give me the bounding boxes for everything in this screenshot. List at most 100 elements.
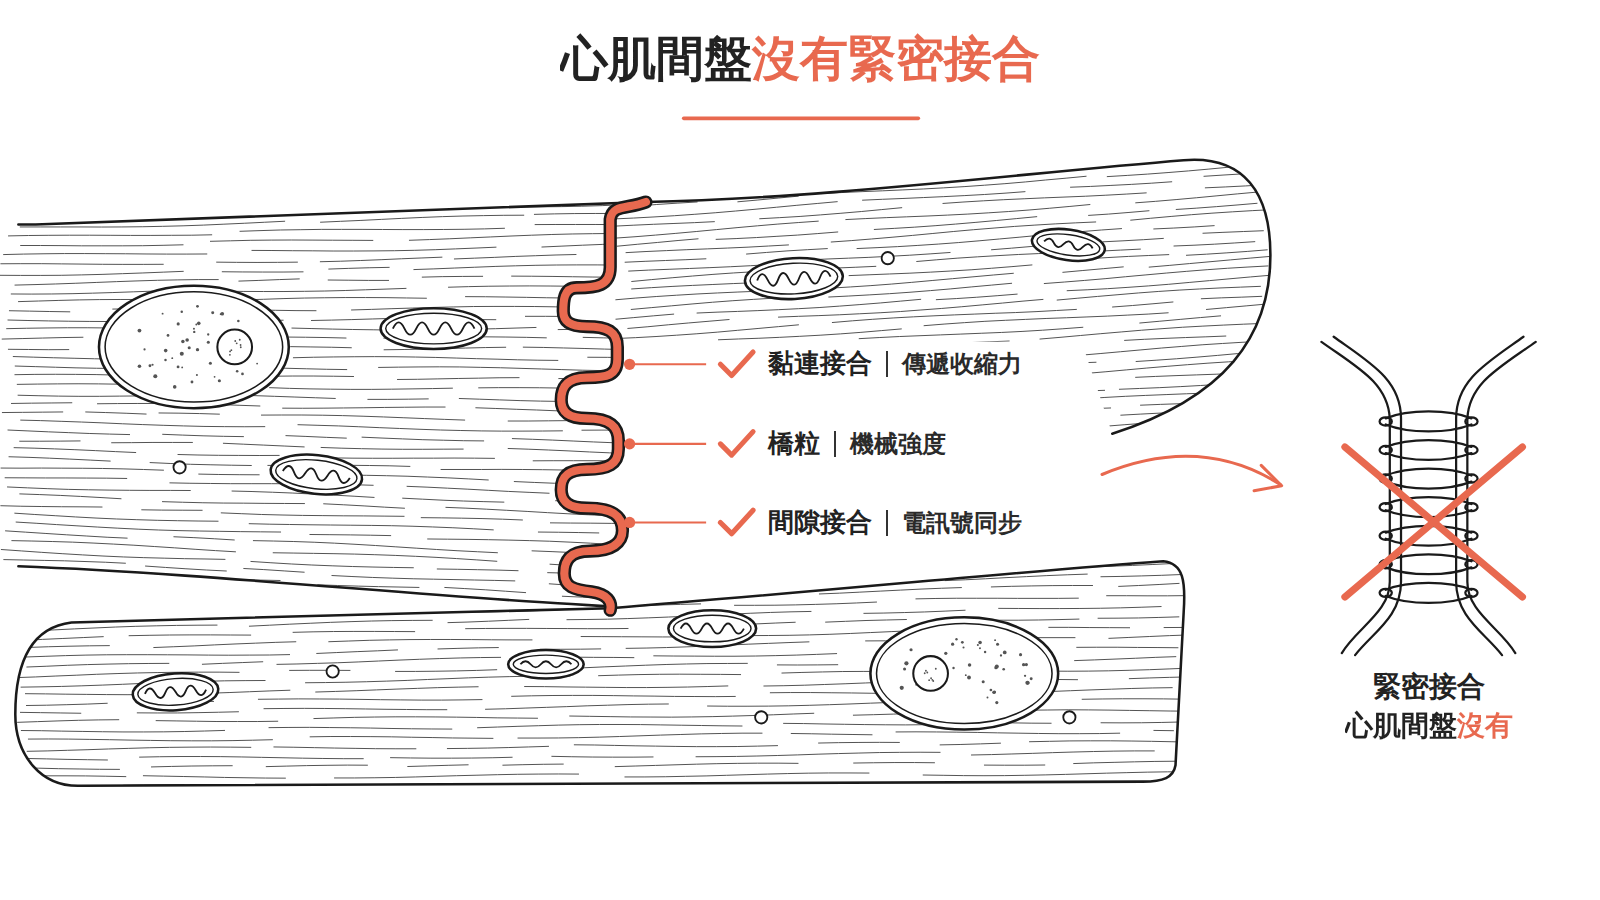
strand-knot: [1465, 532, 1477, 540]
striation-line: [22, 637, 104, 641]
nucleolus-dot: [240, 346, 242, 348]
striation-line: [293, 631, 415, 633]
chromatin-dot: [195, 324, 197, 326]
striation-line: [328, 267, 389, 269]
check-mark: [720, 432, 753, 455]
striation-line: [3, 254, 207, 255]
striation-line: [28, 739, 273, 741]
striation-line: [610, 308, 630, 309]
striation-line: [697, 299, 921, 313]
mitochondrion: [381, 308, 487, 349]
striation-line: [843, 168, 965, 174]
striation-line: [598, 674, 741, 676]
striation-line: [589, 552, 854, 559]
striation-line: [629, 146, 853, 163]
striation-line: [182, 594, 325, 600]
tight-junction-figure: [1321, 337, 1535, 655]
striation-line: [855, 149, 1079, 163]
striation-line: [996, 783, 1118, 785]
chromatin-dot: [177, 322, 180, 325]
striation-line: [575, 786, 677, 787]
striation-line: [940, 743, 1001, 745]
striation-line: [511, 276, 613, 277]
striation-line: [252, 247, 497, 251]
junction-strand: [1386, 567, 1472, 574]
striation-line: [1183, 128, 1265, 135]
chromatin-dot: [181, 366, 183, 368]
mitochondrion: [744, 256, 844, 302]
striation-line: [559, 645, 620, 648]
striation-line: [3, 595, 85, 601]
striation-line: [1122, 803, 1183, 804]
striation-line: [159, 413, 220, 414]
striation-line: [890, 382, 1094, 394]
striation-line: [825, 619, 907, 622]
striation-line: [323, 504, 405, 508]
chromatin-dot: [979, 647, 981, 649]
striation-line: [144, 199, 368, 206]
striation-line: [143, 776, 286, 778]
striation-line: [567, 492, 628, 495]
striation-line: [584, 572, 788, 580]
striation-line: [569, 713, 814, 717]
striation-line: [653, 654, 837, 657]
chromatin-dot: [138, 329, 142, 333]
striation-line: [156, 720, 278, 722]
chromatin-dot: [211, 311, 214, 314]
callout-row: 間隙接合電訊號同步: [768, 508, 1022, 538]
striation-line: [1157, 542, 1177, 543]
striation-line: [991, 586, 1093, 587]
striation-line: [626, 153, 891, 170]
striation-line: [1189, 445, 1271, 448]
callout-row: 黏連接合傳遞收縮力: [768, 349, 1022, 379]
striation-line: [478, 387, 560, 388]
striation-line: [575, 161, 616, 163]
nucleolus-dot: [930, 677, 932, 679]
striation-line: [3, 604, 85, 610]
striation-line: [999, 453, 1142, 461]
striation-line: [139, 757, 363, 759]
striation-line: [1, 468, 164, 470]
striation-line: [189, 794, 332, 797]
striation-line: [378, 367, 623, 371]
chromatin-dot: [193, 331, 195, 333]
mito-cristae: [282, 465, 350, 483]
striation-line: [28, 646, 110, 648]
striation-line: [329, 182, 594, 192]
striation-line: [269, 388, 453, 390]
striation-line: [511, 193, 572, 194]
striation-line: [631, 297, 794, 309]
striation-line: [616, 397, 698, 401]
striation-line: [624, 773, 869, 777]
striation-line: [1, 549, 225, 559]
chromatin-dot: [992, 691, 995, 694]
striation-line: [15, 280, 219, 286]
striation-line: [626, 245, 789, 253]
striation-line: [707, 702, 911, 706]
striation-line: [407, 765, 468, 767]
cell-outline: [646, 160, 1270, 434]
vesicle: [173, 461, 185, 473]
striation-line: [1013, 535, 1115, 537]
striation-line: [0, 506, 102, 507]
mito-outer: [744, 256, 844, 302]
check-mark: [720, 352, 753, 375]
striation-line: [3, 560, 125, 564]
striation-line: [500, 173, 622, 175]
striation-line: [286, 436, 347, 439]
striation-line: [253, 170, 416, 173]
striation-line: [367, 398, 428, 400]
striation-line: [818, 742, 900, 744]
striation-line: [696, 752, 941, 756]
striation-line: [434, 552, 516, 554]
striation-line: [8, 430, 130, 435]
striation-line: [873, 402, 1036, 415]
striation-line: [1135, 792, 1176, 794]
check-mark: [720, 510, 753, 533]
striation-line: [273, 553, 497, 562]
title: 心肌間盤沒有緊密接合: [560, 31, 1040, 86]
striation-line: [5, 477, 127, 479]
striation-line: [888, 465, 949, 467]
striation-line: [444, 587, 526, 592]
striation-line: [282, 407, 445, 408]
